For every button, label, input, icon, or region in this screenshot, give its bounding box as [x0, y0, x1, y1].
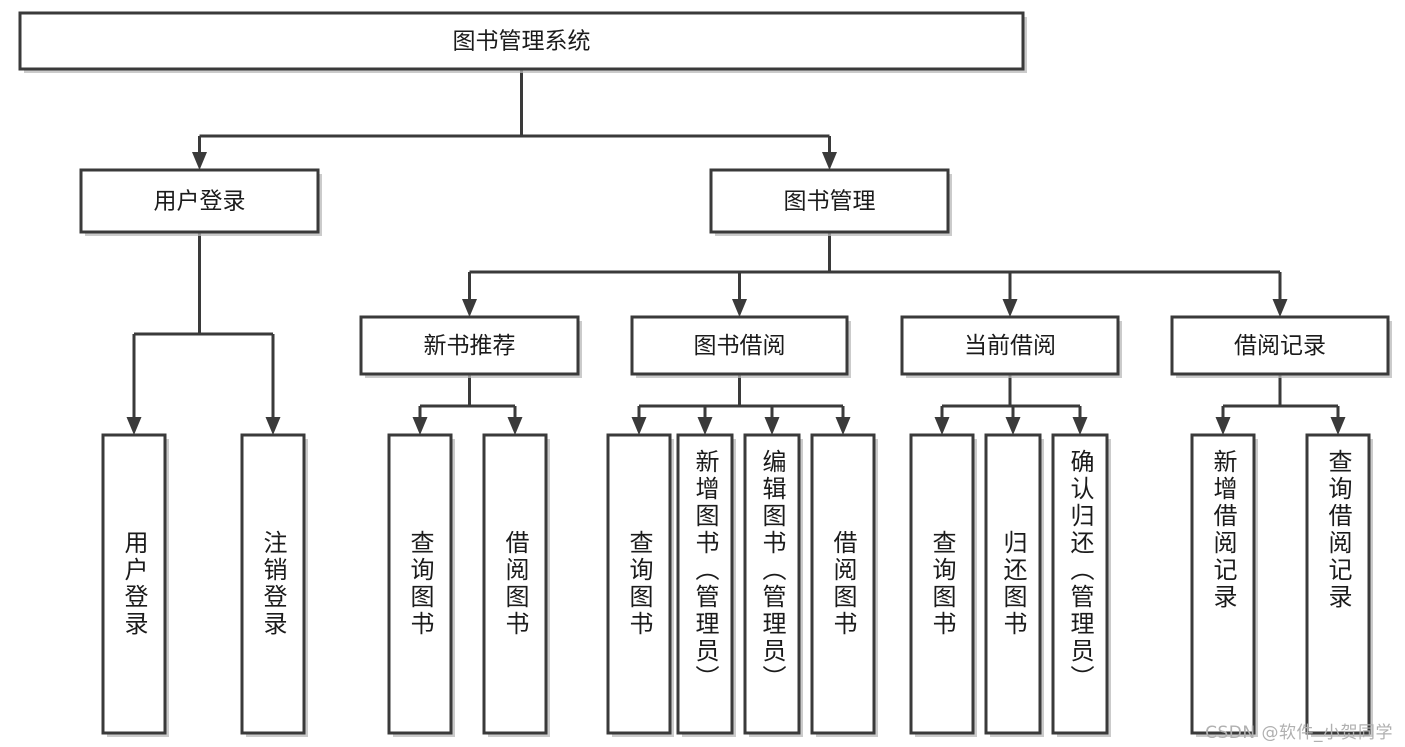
connector-layer — [126, 69, 1346, 435]
node-box-leaf-query-book-current[interactable] — [909, 433, 975, 735]
node-box-borrow-record[interactable] — [1170, 315, 1390, 376]
node-box-leaf-borrow-book[interactable] — [810, 433, 876, 735]
node-box-leaf-query-book-borrow[interactable] — [606, 433, 672, 735]
connector-book-borrow-to-leaves — [631, 374, 851, 435]
node-box-leaf-add-book-admin[interactable] — [676, 433, 734, 735]
node-box-layer — [18, 11, 1392, 737]
node-box-new-book-recommend[interactable] — [359, 315, 580, 376]
connector-borrow-record-to-leaves — [1215, 374, 1346, 435]
csdn-watermark: CSDN @软件_小贺同学 — [1205, 723, 1393, 743]
node-box-leaf-confirm-return-admin[interactable] — [1051, 433, 1109, 735]
node-label-borrow-record: 借阅记录 — [1234, 333, 1326, 359]
node-box-root[interactable] — [18, 11, 1025, 71]
node-box-leaf-logout[interactable] — [240, 433, 306, 735]
node-box-leaf-borrow-book-recommend[interactable] — [482, 433, 548, 735]
node-box-leaf-edit-book-admin[interactable] — [743, 433, 801, 735]
node-box-leaf-add-borrow-record[interactable] — [1190, 433, 1256, 735]
node-box-leaf-query-borrow-record[interactable] — [1305, 433, 1371, 735]
node-box-book-borrow[interactable] — [630, 315, 849, 376]
node-label-book-borrow: 图书借阅 — [694, 333, 786, 359]
connector-new-book-recommend-to-leaves — [412, 374, 523, 435]
connector-user-login-to-leaves — [126, 232, 281, 435]
node-box-leaf-user-login[interactable] — [101, 433, 167, 735]
node-box-user-login[interactable] — [79, 168, 320, 234]
node-box-current-borrow[interactable] — [900, 315, 1120, 376]
connector-book-management-to-level3 — [462, 232, 1288, 317]
node-label-current-borrow: 当前借阅 — [964, 333, 1056, 359]
connector-root-to-level2 — [192, 69, 837, 170]
node-label-new-book-recommend: 新书推荐 — [424, 333, 516, 359]
connector-current-borrow-to-leaves — [934, 374, 1088, 435]
node-box-book-management[interactable] — [709, 168, 950, 234]
node-box-leaf-return-book[interactable] — [984, 433, 1042, 735]
node-label-root: 图书管理系统 — [453, 29, 591, 55]
node-label-user-login: 用户登录 — [154, 189, 246, 215]
node-label-book-management: 图书管理 — [784, 189, 876, 215]
node-box-leaf-query-book-recommend[interactable] — [387, 433, 453, 735]
